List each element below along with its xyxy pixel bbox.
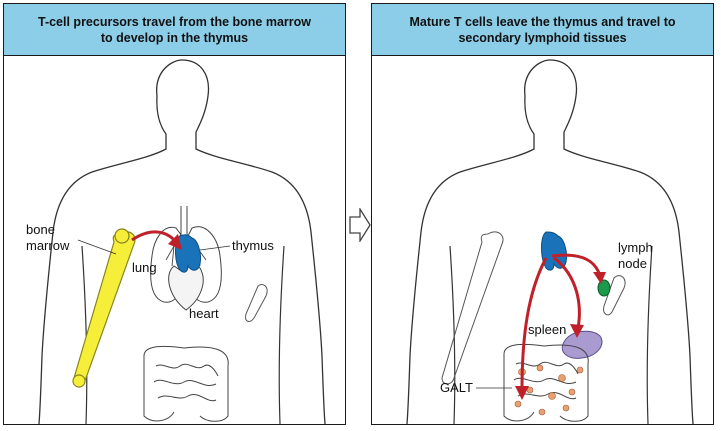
header-line-1: T-cell precursors travel from the bone m…	[38, 14, 311, 29]
lymph-node	[597, 279, 611, 297]
label-thymus: thymus	[232, 238, 274, 253]
label-lung: lung	[132, 260, 157, 275]
hollow-right-arrow-icon	[349, 208, 371, 242]
label-lymph: lymph	[618, 240, 653, 255]
label-heart: heart	[189, 306, 219, 321]
label-marrow: marrow	[26, 238, 70, 253]
panel-header: T-cell precursors travel from the bone m…	[4, 4, 345, 56]
header-line-2: to develop in the thymus	[100, 30, 249, 45]
intestines	[143, 345, 229, 422]
body-silhouette	[406, 59, 694, 424]
label-node: node	[618, 256, 647, 271]
panel-header: Mature T cells leave the thymus and trav…	[372, 4, 713, 56]
header-line-2: secondary lymphoid tissues	[458, 30, 627, 45]
label-galt: GALT	[440, 380, 473, 395]
thymus	[175, 234, 201, 273]
thymus	[541, 231, 567, 271]
spleen	[561, 330, 603, 359]
panel-thymus-development: T-cell precursors travel from the bone m…	[3, 3, 346, 425]
header-line-1: Mature T cells leave the thymus and trav…	[409, 14, 676, 29]
galt-patches	[514, 364, 584, 416]
bone-marrow	[72, 228, 136, 388]
body-silhouette	[38, 59, 326, 424]
label-spleen: spleen	[528, 322, 566, 337]
panel-lymphoid-migration: Mature T cells leave the thymus and trav…	[371, 3, 714, 425]
body-diagram: lymph node spleen GALT	[406, 59, 694, 424]
body-diagram: bone marrow lung thymus heart	[26, 59, 326, 424]
label-bone: bone	[26, 222, 55, 237]
